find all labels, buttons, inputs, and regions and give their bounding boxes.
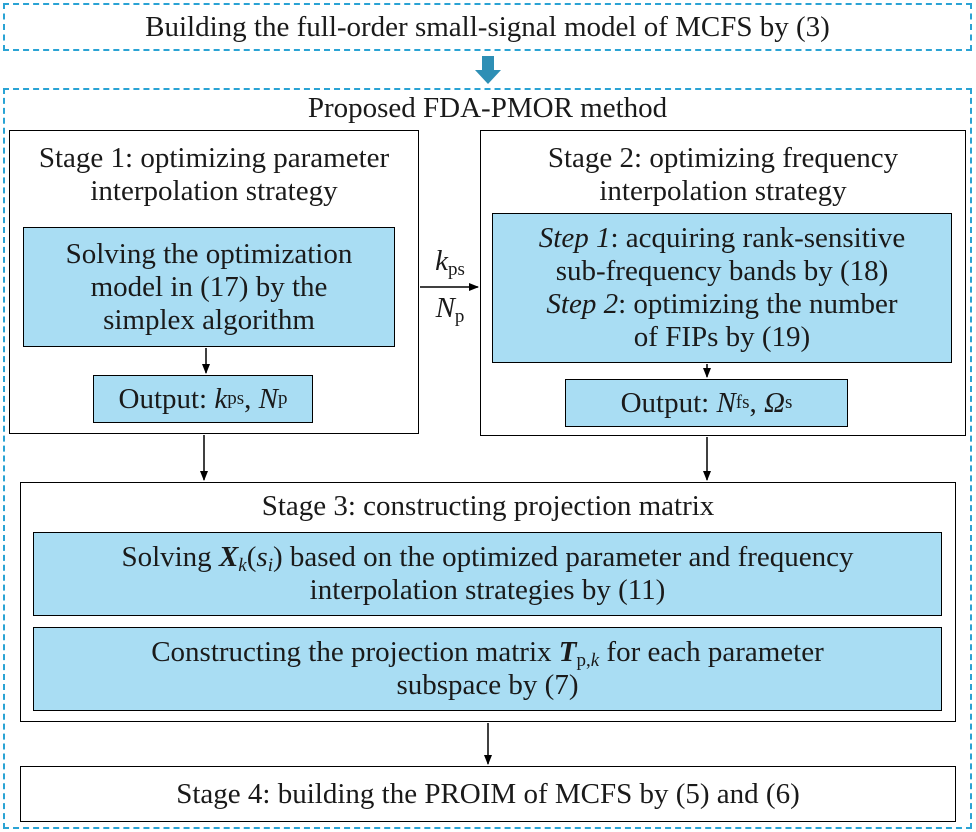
full-order-model-text: Building the full-order small-signal mod… [145, 10, 830, 43]
stage1-title: Stage 1: optimizing parameter interpolat… [9, 142, 419, 208]
stage3-title: Stage 3: constructing projection matrix [261, 490, 715, 522]
link-k: k [435, 245, 448, 277]
stage2-title: Stage 2: optimizing frequency interpolat… [480, 142, 966, 208]
stage3-projection-line1: Constructing the projection matrix Tp,k … [151, 636, 824, 671]
step2-line1: Step 2: optimizing the number [546, 288, 897, 321]
stage3-projection-line2: subspace by (7) [396, 669, 579, 701]
stage3-solving-line1: Solving Xk(si) based on the optimized pa… [121, 541, 854, 576]
stage1-inner-line2: model in (17) by the [90, 270, 328, 303]
stage3-solving-line2: interpolation strategies by (11) [309, 574, 666, 606]
stage2-output-omega: Ω [764, 386, 786, 419]
stage2-output-label: Output: [620, 386, 717, 419]
solving-pre: Solving [121, 541, 219, 573]
stage1-title-line1: Stage 1: optimizing parameter [38, 142, 390, 174]
stage2-title-line2: interpolation strategy [599, 175, 847, 207]
stage1-output-separator: , [244, 382, 259, 415]
projection-t: T [558, 636, 577, 668]
solving-paren-open: ( [246, 541, 257, 573]
link-k-label: kps [425, 245, 475, 280]
stage1-title-line2: interpolation strategy [90, 175, 338, 207]
stage4-text: Stage 4: building the PROIM of MCFS by (… [176, 777, 800, 810]
step2-text: : optimizing the number [618, 288, 898, 320]
step2-line2: of FIPs by (19) [633, 321, 811, 353]
step1-line2: sub-frequency bands by (18) [555, 255, 889, 287]
stage1-output-label: Output: [118, 382, 215, 415]
solving-x: X [218, 541, 239, 573]
step2-label: Step 2 [546, 288, 619, 320]
stage1-output-k: k [214, 382, 228, 415]
solving-paren-close: ) [272, 541, 283, 573]
projection-t-sub-p: p, [576, 650, 591, 671]
projection-post: for each parameter [599, 636, 824, 668]
stage2-steps-box: Step 1: acquiring rank-sensitive sub-fre… [492, 213, 952, 363]
link-k-sub: ps [447, 259, 465, 280]
stage2-title-line1: Stage 2: optimizing frequency [547, 142, 899, 174]
step1-line1: Step 1: acquiring rank-sensitive [539, 222, 905, 255]
stage1-inner-line3: simplex algorithm [103, 303, 315, 336]
stage2-output-separator: , [749, 386, 765, 419]
step1-text: : acquiring rank-sensitive [610, 222, 906, 254]
stage3-solving-box: Solving Xk(si) based on the optimized pa… [33, 532, 942, 616]
solving-post: based on the optimized parameter and fre… [282, 541, 854, 573]
big-down-arrow-icon [475, 56, 501, 84]
solving-x-sub: k [238, 555, 247, 576]
stage4-box: Stage 4: building the PROIM of MCFS by (… [20, 766, 956, 822]
full-order-model-box: Building the full-order small-signal mod… [3, 3, 972, 51]
step1-label: Step 1 [538, 222, 611, 254]
method-title: Proposed FDA-PMOR method [307, 92, 668, 124]
solving-s: s [256, 541, 268, 573]
solving-s-sub: i [267, 555, 273, 576]
stage1-inner-line1: Solving the optimization [65, 237, 353, 270]
link-n-label: Np [425, 292, 475, 327]
stage3-projection-box: Constructing the projection matrix Tp,k … [33, 627, 942, 711]
stage2-output-n: N [716, 386, 736, 419]
link-n-sub: p [454, 306, 465, 327]
projection-t-sub-k: k [590, 650, 600, 671]
projection-pre: Constructing the projection matrix [151, 636, 559, 668]
stage1-optimization-box: Solving the optimization model in (17) b… [23, 227, 395, 347]
method-container [3, 88, 972, 829]
link-n: N [435, 292, 455, 324]
stage1-output-n: N [258, 382, 278, 415]
